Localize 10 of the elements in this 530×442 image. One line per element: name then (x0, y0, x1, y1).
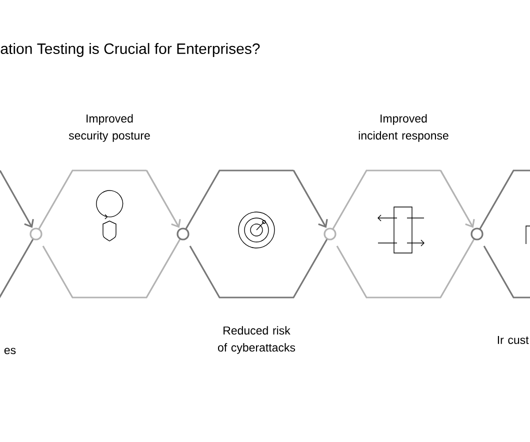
arrow (146, 170, 181, 228)
hexagon: es (0, 234, 37, 354)
arrow (292, 170, 328, 228)
arrow (0, 170, 34, 228)
arrow (440, 170, 475, 228)
hexagon: Improved incident response (329, 114, 478, 298)
hexagon: Reduced risk of cyberattacks (182, 170, 331, 354)
title: ation Testing is Crucial for Enterprises? (0, 43, 260, 57)
hexagon: Ir cust (476, 170, 530, 344)
hexagon: Improved security posture (35, 114, 184, 298)
